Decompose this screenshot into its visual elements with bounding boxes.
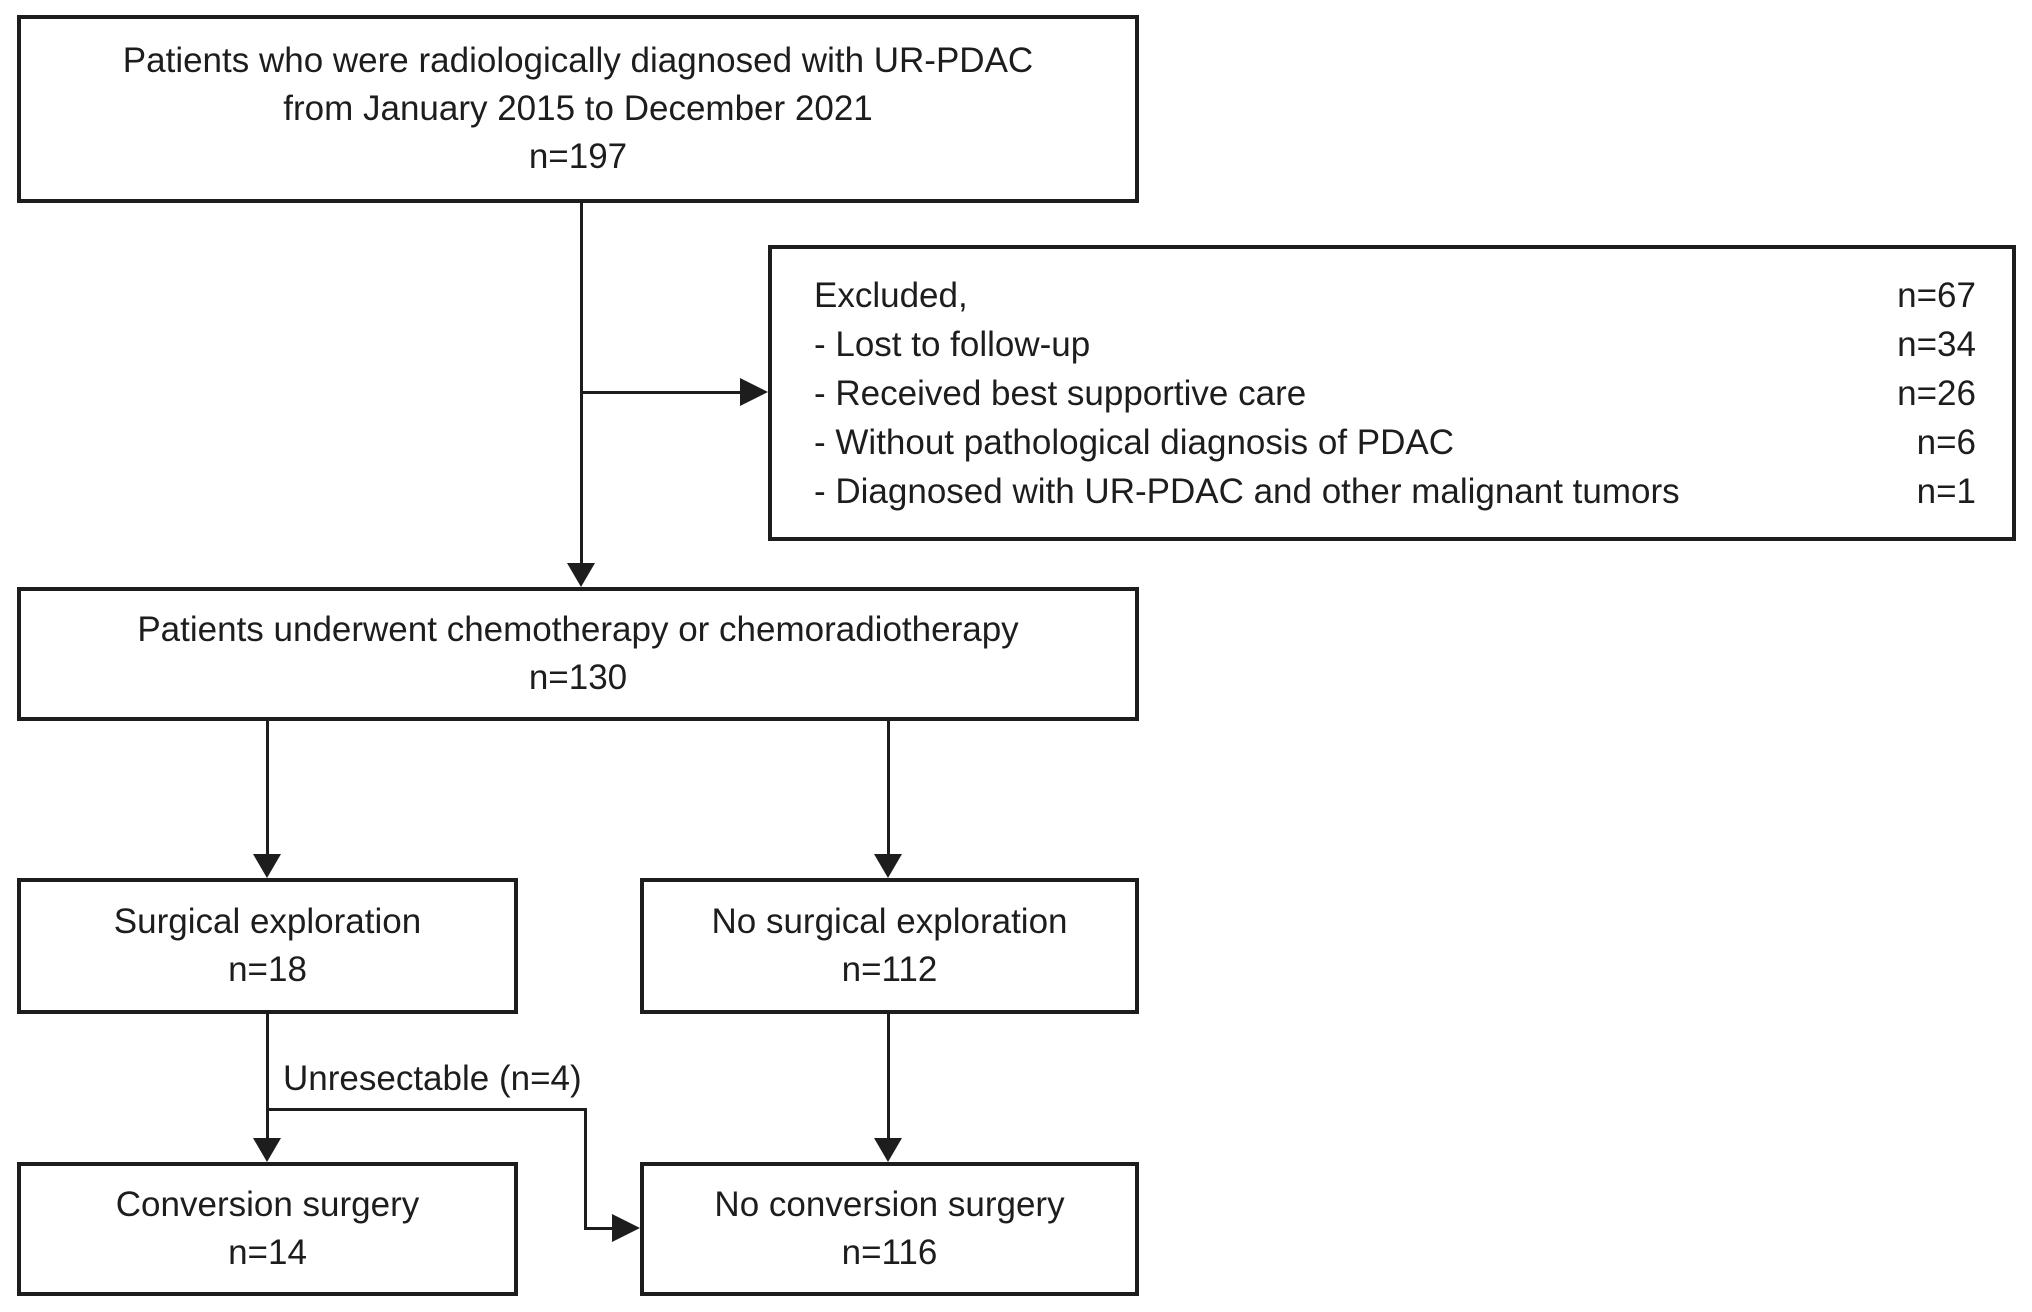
node-no-surgical-exploration: No surgical exploration n=112 bbox=[640, 878, 1139, 1014]
excluded-item-label: - Lost to follow-up bbox=[814, 324, 1091, 364]
chemo-title: Patients underwent chemotherapy or chemo… bbox=[137, 610, 1019, 649]
excluded-header-label: Excluded, bbox=[814, 275, 968, 315]
chemo-count: n=130 bbox=[528, 658, 628, 697]
node-initial-population: Patients who were radiologically diagnos… bbox=[17, 15, 1139, 203]
edge-to-excluded-line bbox=[581, 391, 741, 394]
excluded-item: - Received best supportive care n=26 bbox=[772, 369, 2012, 418]
initial-title: Patients who were radiologically diagnos… bbox=[122, 41, 1034, 80]
conversion-surgery-count: n=14 bbox=[228, 1233, 307, 1272]
excluded-item-label: - Received best supportive care bbox=[814, 373, 1307, 413]
arrowhead-into-conversion-surgery bbox=[253, 1138, 281, 1162]
excluded-item: - Lost to follow-up n=34 bbox=[772, 320, 2012, 369]
excluded-item-count: n=6 bbox=[1916, 422, 1976, 462]
edge-initial-to-chemo-line bbox=[580, 202, 583, 570]
node-excluded: Excluded, n=67 - Lost to follow-up n=34 … bbox=[768, 245, 2016, 541]
excluded-item: - Without pathological diagnosis of PDAC… bbox=[772, 418, 2012, 467]
excluded-item: - Diagnosed with UR-PDAC and other malig… bbox=[772, 467, 2012, 516]
unresectable-edge-label: Unresectable (n=4) bbox=[283, 1059, 582, 1098]
excluded-header-row: Excluded, n=67 bbox=[772, 271, 2012, 320]
arrowhead-into-no-surgical-exploration bbox=[874, 854, 902, 878]
excluded-item-label: - Without pathological diagnosis of PDAC bbox=[814, 422, 1455, 462]
conversion-surgery-title: Conversion surgery bbox=[115, 1185, 420, 1224]
excluded-header-count: n=67 bbox=[1897, 275, 1976, 315]
unresectable-branch-vertical-line bbox=[584, 1108, 587, 1230]
surgical-exploration-count: n=18 bbox=[228, 950, 307, 989]
edge-chemo-to-no-surgical-line bbox=[887, 720, 890, 860]
edge-chemo-to-surgical-line bbox=[266, 720, 269, 860]
excluded-item-count: n=26 bbox=[1897, 373, 1976, 413]
no-surgical-exploration-count: n=112 bbox=[841, 950, 938, 989]
initial-count: n=197 bbox=[528, 137, 628, 176]
node-chemotherapy: Patients underwent chemotherapy or chemo… bbox=[17, 587, 1139, 721]
no-conversion-surgery-count: n=116 bbox=[841, 1233, 938, 1272]
arrowhead-unresectable-into-no-conversion bbox=[612, 1214, 640, 1242]
arrowhead-into-excluded bbox=[740, 378, 768, 406]
surgical-exploration-title: Surgical exploration bbox=[113, 902, 422, 941]
unresectable-branch-horizontal-line bbox=[267, 1108, 587, 1111]
arrowhead-into-chemo bbox=[567, 563, 595, 587]
initial-subtitle: from January 2015 to December 2021 bbox=[283, 89, 873, 128]
excluded-item-label: - Diagnosed with UR-PDAC and other malig… bbox=[814, 471, 1680, 511]
arrowhead-into-no-conversion-surgery bbox=[874, 1138, 902, 1162]
node-surgical-exploration: Surgical exploration n=18 bbox=[17, 878, 518, 1014]
excluded-item-count: n=34 bbox=[1897, 324, 1976, 364]
unresectable-branch-end-line bbox=[584, 1227, 614, 1230]
node-no-conversion-surgery: No conversion surgery n=116 bbox=[640, 1162, 1139, 1296]
edge-no-surgical-to-no-conversion-line bbox=[887, 1013, 890, 1144]
no-conversion-surgery-title: No conversion surgery bbox=[714, 1185, 1065, 1224]
arrowhead-into-surgical-exploration bbox=[253, 854, 281, 878]
edge-surgical-to-conversion-line bbox=[266, 1013, 269, 1144]
excluded-item-count: n=1 bbox=[1916, 471, 1976, 511]
node-conversion-surgery: Conversion surgery n=14 bbox=[17, 1162, 518, 1296]
no-surgical-exploration-title: No surgical exploration bbox=[711, 902, 1068, 941]
